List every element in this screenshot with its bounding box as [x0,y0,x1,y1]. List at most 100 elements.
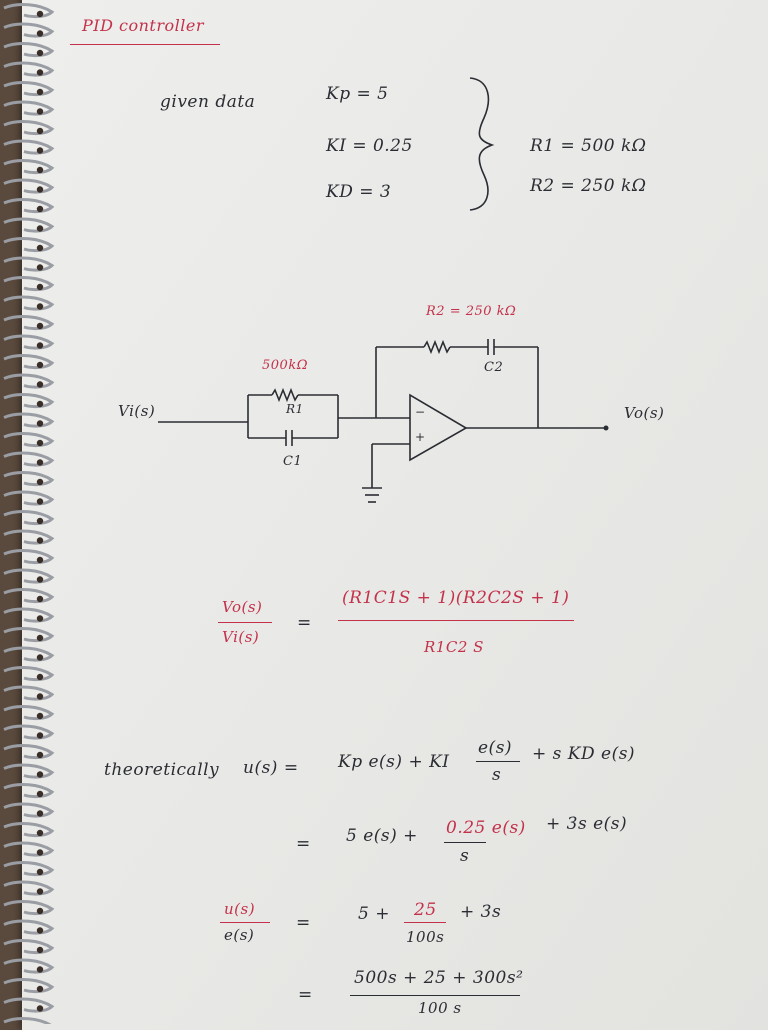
line3-fraction-denominator: 100s [406,928,445,946]
tf-denominator: R1C2 S [424,638,484,656]
line3-lhs-denominator: e(s) [224,926,255,944]
spiral-coil [3,705,55,721]
spiral-coil [3,588,55,604]
punch-hole [36,10,44,18]
spiral-coil [3,198,55,214]
spiral-coil [3,666,55,682]
punch-hole [36,303,44,310]
spiral-coil [3,997,55,1013]
line1-terms-a: Kp e(s) + KI [338,752,450,772]
spiral-coil [3,900,55,916]
punch-hole [36,985,44,993]
u-of-s-lhs: u(s) = [243,758,299,778]
punch-hole [36,849,44,856]
spiral-coil [3,3,55,19]
punch-hole [36,322,44,330]
punch-hole [36,49,44,57]
punch-hole [36,439,44,447]
punch-hole [36,30,44,37]
spiral-coil [3,646,55,662]
spiral-coil [3,42,55,58]
spiral-coil [3,451,55,467]
spiral-coil [3,607,55,623]
punch-hole [36,88,44,96]
punch-hole [36,264,44,271]
punch-hole [36,127,44,135]
punch-hole [36,400,44,408]
punch-hole [36,69,44,76]
output-voltage-label: Vo(s) [624,404,665,422]
tf-numerator: (R1C1S + 1)(R2C2S + 1) [342,588,570,608]
punch-hole [36,108,44,115]
spiral-coil [3,627,55,643]
given-data-label: given data [160,92,256,112]
punch-hole [36,595,44,603]
punch-hole [36,771,44,778]
punch-hole [36,712,44,720]
punch-hole [36,186,44,193]
spiral-coil [3,783,55,799]
kp-value: Kp = 5 [326,84,389,104]
spiral-coil [3,393,55,409]
line2-terms-a: 5 e(s) + [346,826,418,846]
spiral-coil [3,822,55,838]
c1-circuit-label: C1 [283,454,303,469]
spiral-coil [3,490,55,506]
spiral-coil [3,412,55,428]
line3-fraction-numerator: 25 [414,900,437,920]
line4-fraction-bar [350,995,520,996]
r2-circuit-label: R2 = 250 kΩ [426,304,517,319]
spiral-coil [3,217,55,233]
spiral-coil [3,744,55,760]
line3-lhs-numerator: u(s) [224,900,256,918]
line1-terms-b: + s KD e(s) [532,744,636,764]
line2-fraction-denominator: s [460,846,470,866]
line4-denominator: 100 s [418,999,462,1017]
line3-terms-a: 5 + [358,904,390,924]
tf-lhs-bar [218,622,272,623]
punch-hole [36,420,44,427]
punch-hole [36,342,44,349]
punch-hole [36,751,44,759]
punch-hole [36,946,44,954]
title-underline [70,44,220,45]
tf-equals: = [297,613,312,633]
punch-hole [36,225,44,232]
spiral-coil [3,22,55,38]
punch-hole [36,244,44,252]
punch-hole [36,868,44,876]
r1-circuit-value: 500kΩ [262,358,308,373]
line1-fraction-bar [476,761,520,762]
spiral-coil [3,256,55,272]
spiral-coil [3,315,55,331]
spiral-coil [3,100,55,116]
notebook-page [22,0,768,1030]
tf-lhs-numerator: Vo(s) [222,598,263,616]
line3-equals: = [296,913,311,933]
spiral-binding [3,3,55,1024]
line3-terms-b: + 3s [460,902,502,922]
spiral-coil [3,139,55,155]
spiral-coil [3,958,55,974]
spiral-coil [3,568,55,584]
punch-hole [36,166,44,174]
spiral-coil [3,802,55,818]
punch-hole [36,790,44,798]
punch-hole [36,498,44,505]
spiral-coil [3,295,55,311]
punch-hole [36,615,44,622]
spiral-coil [3,939,55,955]
spiral-coil [3,841,55,857]
spiral-coil [3,1017,52,1024]
spiral-coil [3,880,55,896]
punch-hole [36,810,44,817]
punch-hole [36,147,44,154]
tf-fraction-bar [338,620,574,621]
punch-hole [36,654,44,661]
spiral-coil [3,178,55,194]
spiral-coil [3,529,55,545]
spiral-coil [3,354,55,370]
punch-hole [36,361,44,369]
punch-hole [36,1005,44,1012]
punch-hole [36,556,44,564]
